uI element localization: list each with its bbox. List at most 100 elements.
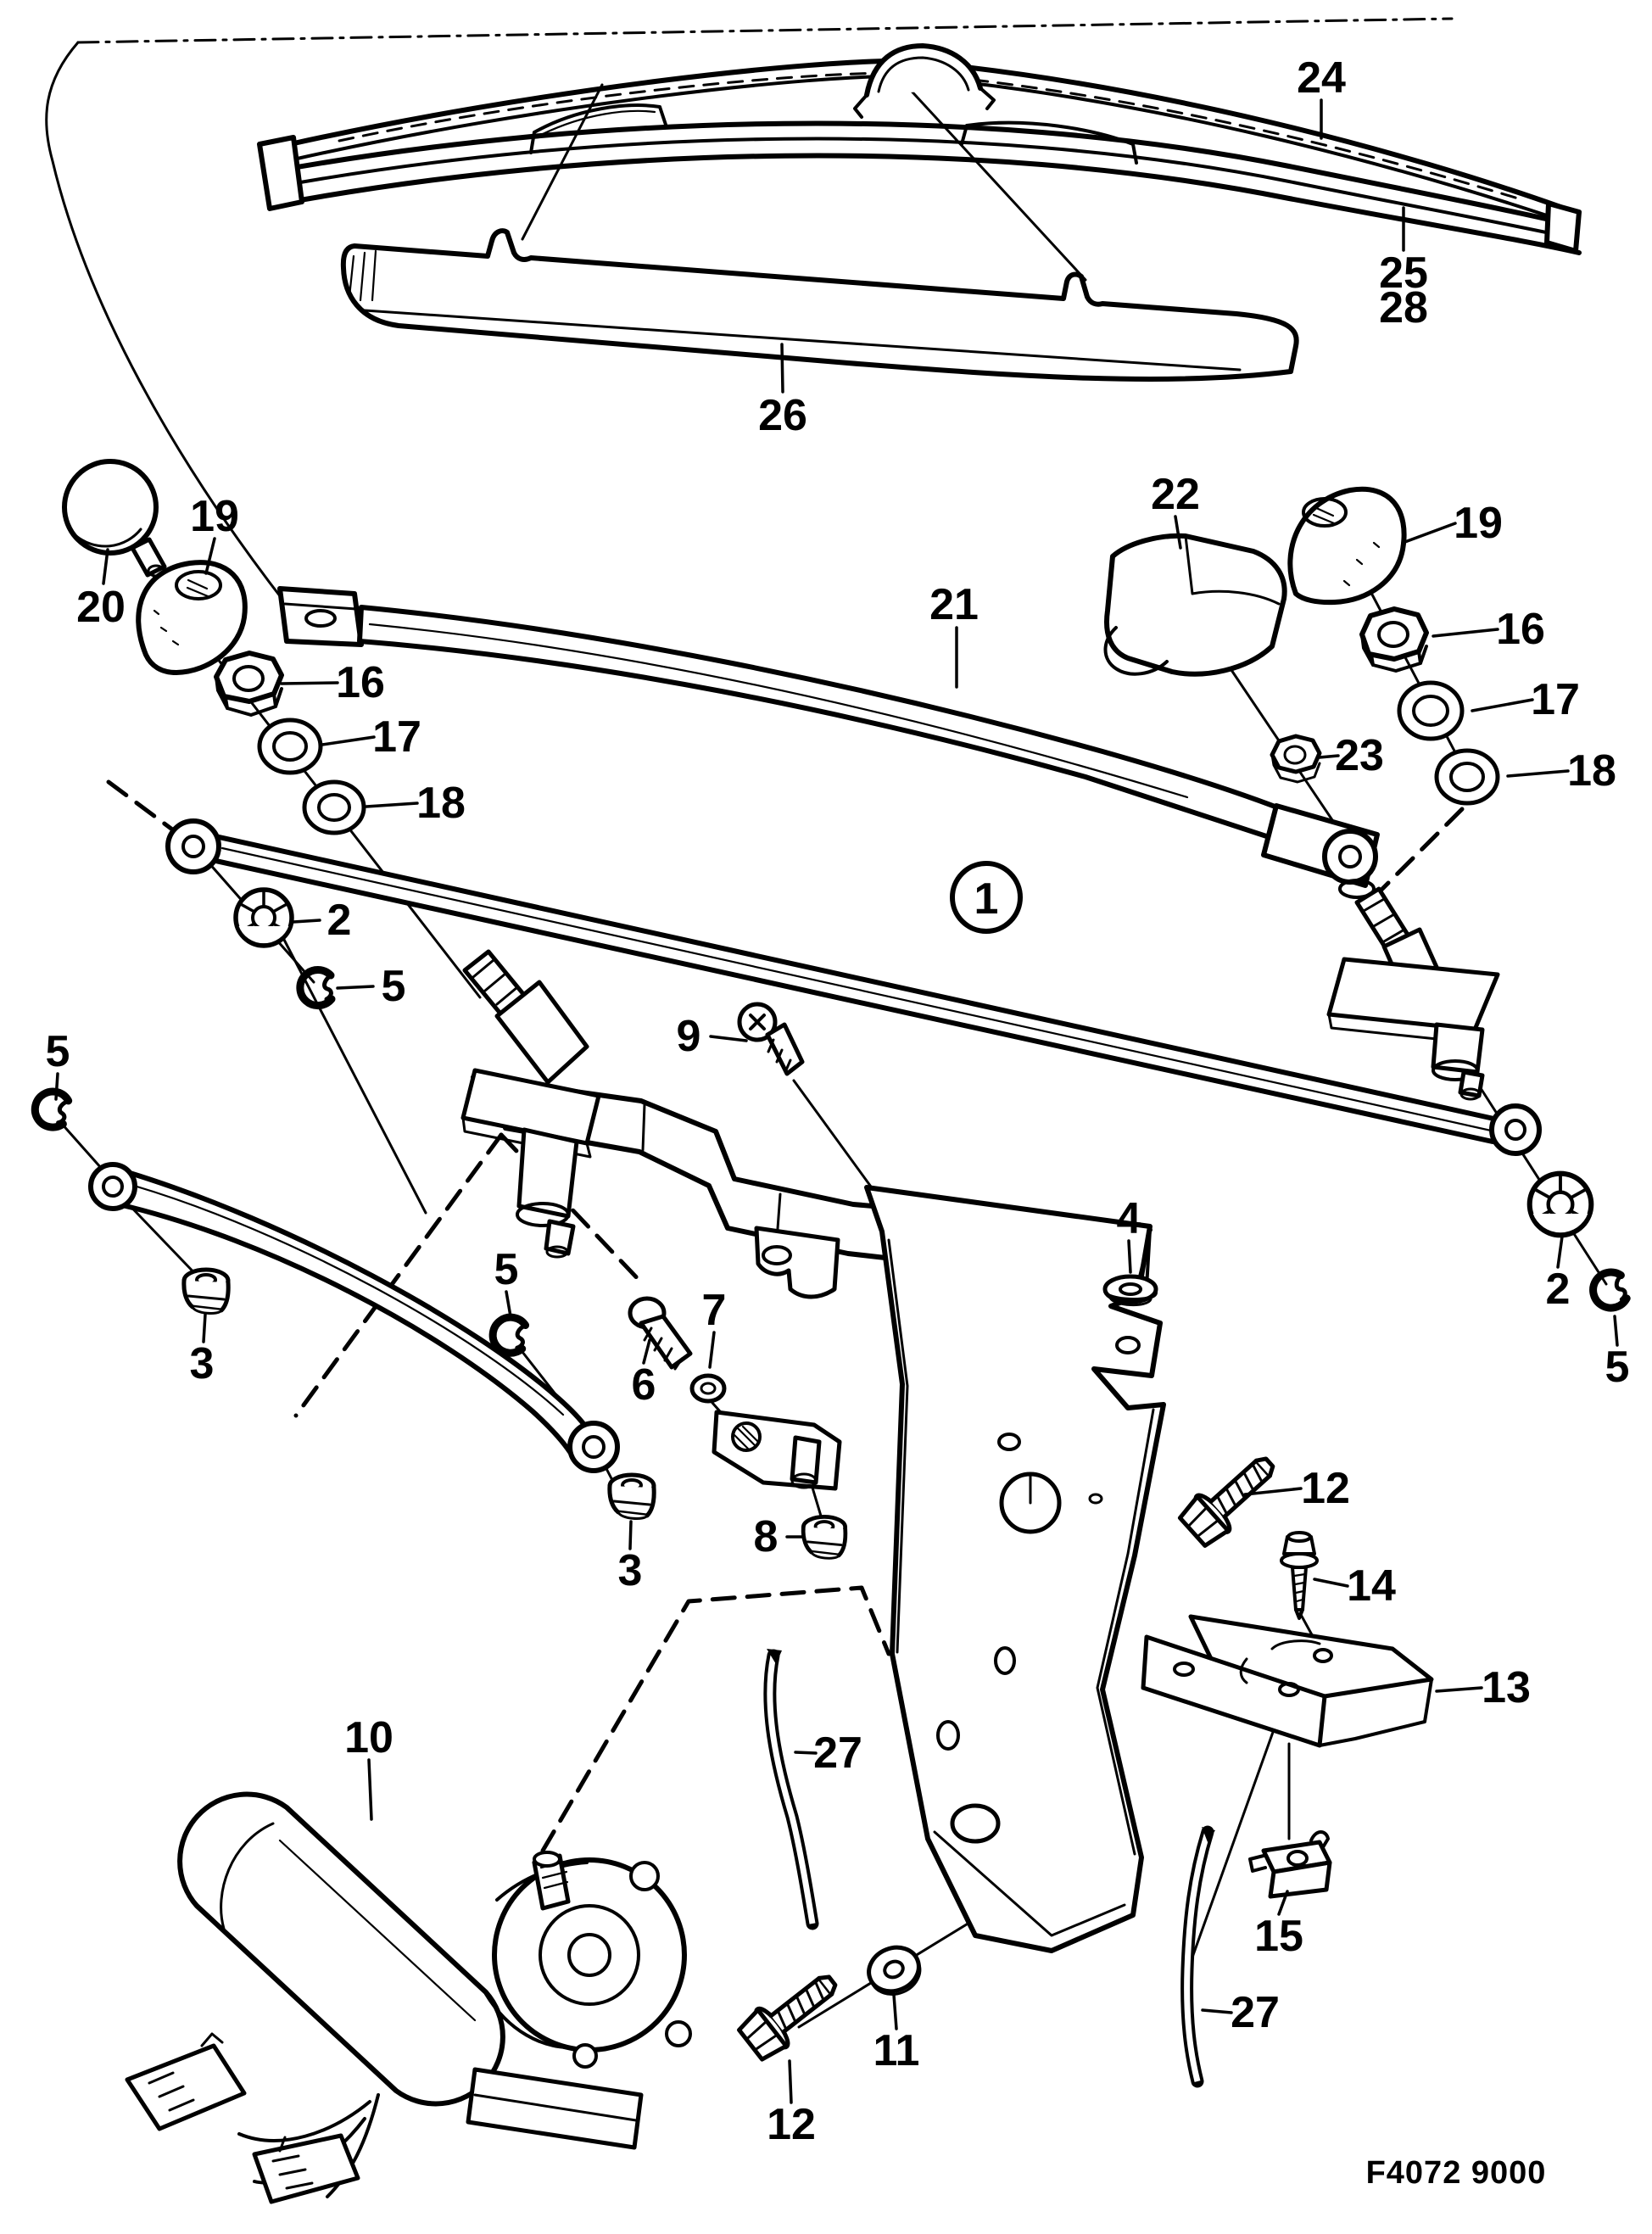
leader-line-27 [1201,2008,1233,2014]
rod-eye-left-hole [181,835,205,858]
callout-11: 11 [873,2026,920,2075]
callout-8: 8 [754,1512,779,1561]
grommet-3-center [610,1475,654,1518]
callout-16: 16 [336,658,385,707]
bolt-6 [628,1296,693,1371]
leader-line-18 [365,801,419,808]
screw-9 [737,1002,805,1076]
right-pivot-flange [1326,957,1500,1032]
leader-line-16 [280,681,339,685]
plate-hole-tiny [1088,1493,1103,1505]
link-eye-left-hole [102,1176,124,1198]
callout-4: 4 [1117,1194,1141,1243]
arm-shaft-highlight [368,623,1189,799]
callout-numbers: 2425282620191617182553212219161718239425… [46,53,1630,2149]
callout-14: 14 [1347,1561,1396,1611]
washer-18-left [302,779,366,835]
callout-7: 7 [702,1286,727,1335]
leader-line-14 [1313,1578,1349,1588]
leader-blade-to-cover-hook-right [904,83,1087,282]
callout-leaders [54,98,1619,2104]
leader-line-26 [780,343,784,394]
link-highlight [132,1184,565,1416]
leader-bracket-to-mount [1184,1688,1290,1978]
pivot-cap-22 [1104,533,1287,677]
cover-outline [340,228,1299,382]
grommet-3-left [184,1270,228,1313]
leader-clip-to-link-eye-left [59,1121,103,1170]
clamp-pin-tip [790,1472,818,1489]
washer-18-left-hole [317,793,351,822]
leader-line-2 [1556,1235,1564,1269]
plate-hole-small-1 [997,1433,1021,1451]
arm-hook-plate [277,586,364,647]
leader-line-5 [336,985,375,990]
motor-armature-housing [177,1791,505,2107]
hose-27-lower-tip [1202,1827,1215,1842]
washer-17-right-hole [1412,695,1449,727]
nut-16-left-bore [232,665,265,692]
leader-line-22 [1174,515,1182,550]
motor-base-line [473,2093,638,2122]
right-cylinder-bottom [1432,1059,1479,1081]
leader-line-17 [321,735,376,746]
rod-eye-right [1489,1103,1542,1156]
callout-5: 5 [382,962,406,1011]
plate-tab-hole [1115,1336,1141,1354]
leader-line-20 [102,548,109,585]
leader-line-6 [642,1338,651,1365]
leader-line-5 [54,1072,59,1101]
beam-detail-ticks [641,1103,1019,1281]
motor-connector-1 [125,2043,247,2131]
leader-line-9 [709,1035,748,1042]
callout-26: 26 [758,391,807,440]
cap-19-left-hole [175,570,222,600]
clamp-bracket [712,1410,842,1491]
cap-20 [62,459,159,556]
callout-24: 24 [1297,53,1346,103]
nut-23-bore [1283,745,1307,765]
e-clip-5-right [1590,1270,1628,1311]
cap-19-right-threads [1312,505,1336,525]
callout-13: 13 [1482,1663,1531,1712]
washer-17-left-hole [272,731,308,762]
callout-25: 25 [1379,249,1428,298]
callout-5: 5 [1605,1343,1630,1392]
hose-27-lower-core [1184,1830,1211,2082]
plate-outline [864,1185,1166,1953]
e-clip-5-center [490,1315,527,1355]
washer-18-right-hole [1449,762,1485,792]
callout-2: 2 [1546,1265,1571,1314]
bracket-13 [1141,1614,1434,1748]
leader-line-5 [505,1290,512,1318]
rod-highlight [220,846,1493,1132]
callout-3: 3 [618,1546,643,1595]
linkage-rod [165,818,1542,1156]
wiper-arm [277,586,1380,899]
leader-line-3 [628,1520,633,1550]
nut-16-left-depth [215,675,283,717]
leader-line-5 [1613,1315,1619,1347]
nut-23 [1270,734,1322,774]
leader-line-18 [1506,769,1570,778]
callout-17: 17 [1531,675,1580,724]
plate-hole-small-3 [936,1720,960,1751]
dashed-left-pivot-a [293,1132,504,1418]
phillips-cross [749,1014,766,1030]
mounting-plate [864,1185,1166,1953]
washer-7-hole [700,1382,717,1395]
leader-line-12 [1243,1487,1303,1496]
cover-end-hatch [348,249,377,302]
push-nut-2-right [1530,1174,1592,1236]
left-stud-thread-hatch [472,958,531,1019]
arm-head-boss [1322,829,1378,885]
hose-27-upper-core [767,1655,816,1924]
clipnut-front [1268,1860,1332,1899]
blade-center-bridge-inner [877,56,970,93]
nut-16-left [214,651,284,704]
e-clip-5-far-left [31,1087,71,1130]
grommet-4 [1102,1274,1158,1306]
callout-2: 2 [327,896,352,945]
motor-seam [278,1839,477,2022]
motor-gear-housing [492,1857,687,2052]
